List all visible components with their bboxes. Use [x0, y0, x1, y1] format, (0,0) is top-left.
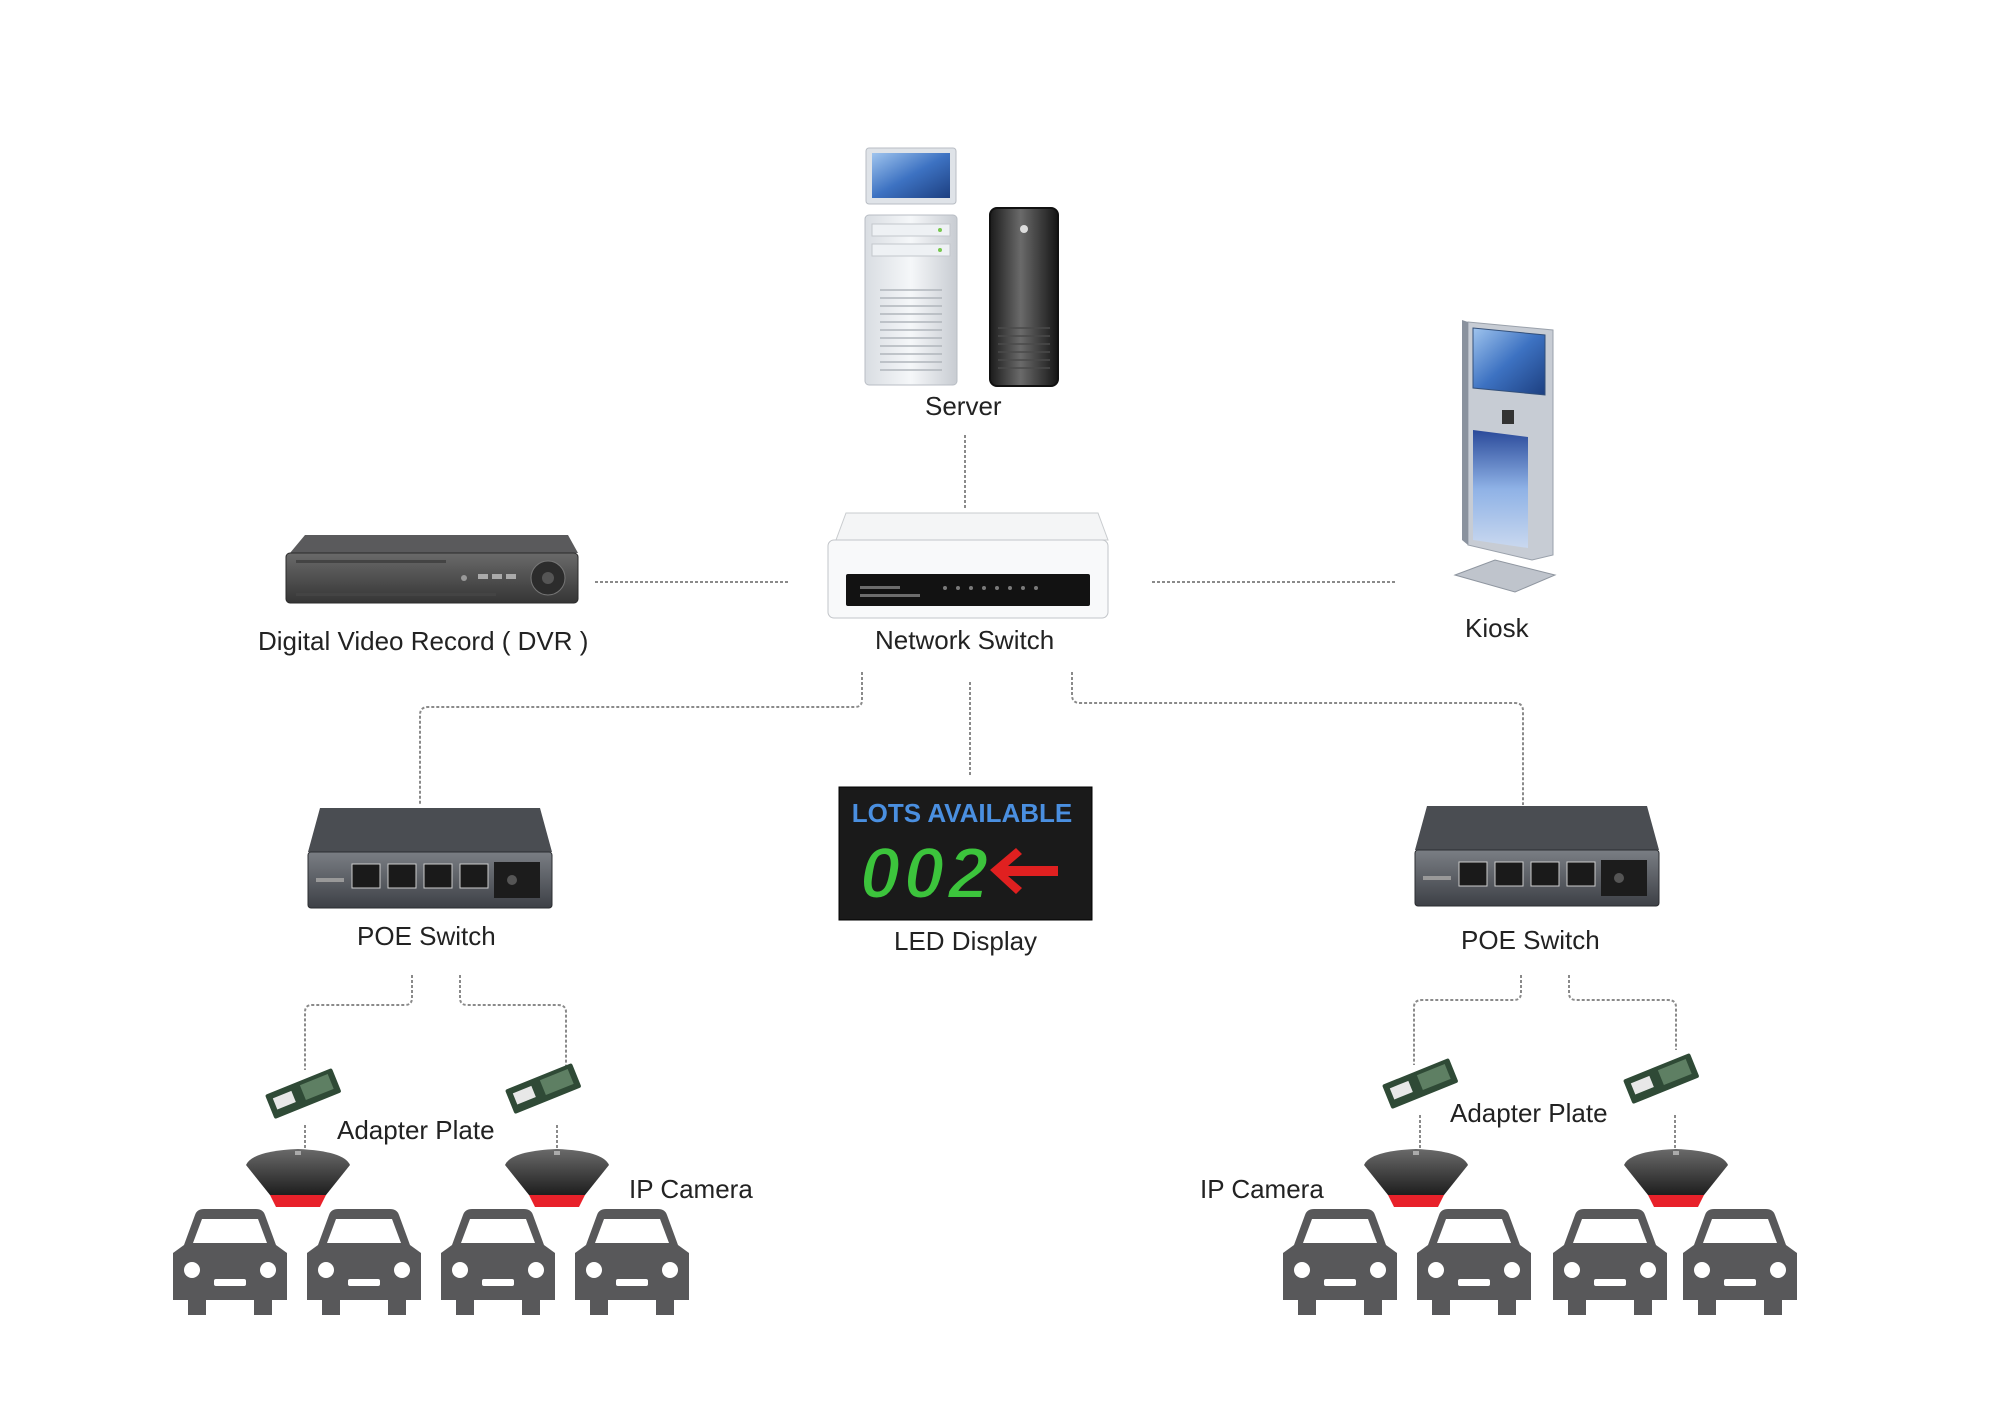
poe-switch-left-label: POE Switch [357, 921, 496, 951]
dvr-icon [285, 535, 579, 604]
server-icon [864, 147, 1059, 387]
led-count: 002 [860, 834, 992, 914]
car-icon [1283, 1209, 1397, 1315]
poe-switch-right-label: POE Switch [1461, 925, 1600, 955]
ip-camera-icon [505, 1149, 609, 1207]
line-poe-right-adapter-2 [1568, 975, 1677, 1050]
ip-camera-icon [1624, 1149, 1728, 1207]
car-icon [173, 1209, 287, 1315]
ip-cameras [246, 1149, 1728, 1207]
line-poe-left-adapter-1 [304, 975, 413, 1070]
dvr-label: Digital Video Record ( DVR ) [258, 626, 589, 656]
ip-camera-right-label: IP Camera [1200, 1174, 1324, 1204]
kiosk-label: Kiosk [1465, 613, 1529, 643]
car-icon [1683, 1209, 1797, 1315]
adapter-plate-right-label: Adapter Plate [1450, 1098, 1608, 1128]
ip-camera-icon [1364, 1149, 1468, 1207]
network-switch-label: Network Switch [875, 625, 1055, 655]
poe-switch-left-icon [307, 808, 553, 909]
line-poe-right-adapter-1 [1413, 975, 1522, 1065]
poe-switch-right-icon [1414, 806, 1660, 907]
adapter-plate-left-label: Adapter Plate [337, 1115, 495, 1145]
ip-camera-left-label: IP Camera [629, 1174, 753, 1204]
adapter-plate-icon [505, 1063, 581, 1114]
kiosk-icon [1453, 320, 1557, 593]
car-icon [1553, 1209, 1667, 1315]
led-display-label: LED Display [894, 926, 1038, 956]
adapter-plates [265, 1053, 1699, 1119]
line-switch-poe-left [419, 672, 863, 805]
car-icon [307, 1209, 421, 1315]
car-icon [441, 1209, 555, 1315]
led-heading: LOTS AVAILABLE [852, 798, 1073, 828]
connector-lines [304, 435, 1677, 1158]
parking-cars [173, 1209, 1797, 1315]
led-display-panel: LOTS AVAILABLE 002 [838, 786, 1093, 921]
line-switch-poe-right [1071, 672, 1524, 805]
car-icon [1417, 1209, 1531, 1315]
ip-camera-icon [246, 1149, 350, 1207]
adapter-plate-icon [1623, 1053, 1699, 1104]
adapter-plate-icon [1382, 1058, 1458, 1109]
server-label: Server [925, 391, 1002, 421]
car-icon [575, 1209, 689, 1315]
line-poe-left-adapter-2 [459, 975, 567, 1070]
network-switch-icon [827, 512, 1109, 619]
arrow-left-icon [990, 848, 1058, 894]
adapter-plate-icon [265, 1068, 341, 1119]
